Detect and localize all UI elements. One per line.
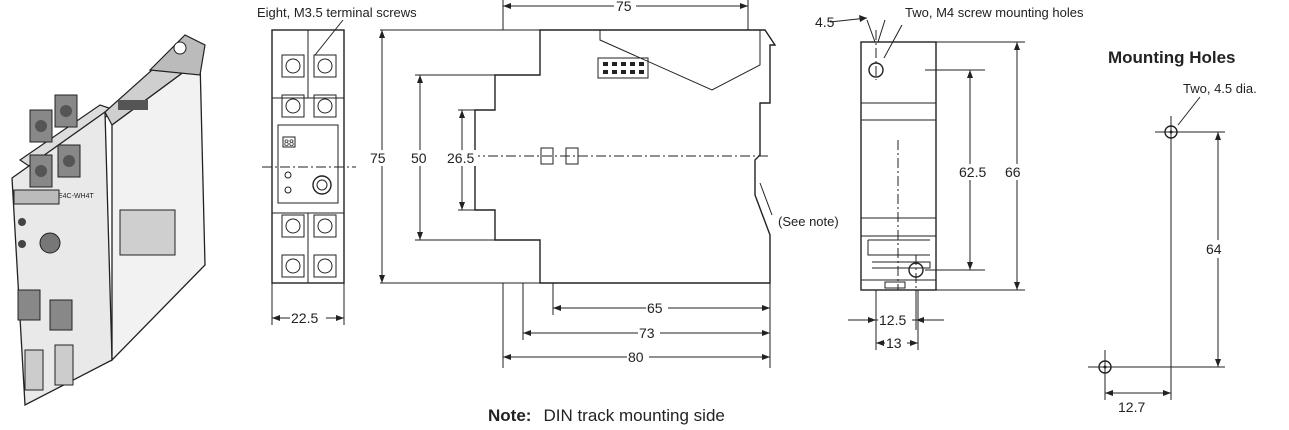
side-connector [597, 57, 649, 79]
dim-front-height: 75 [370, 150, 386, 166]
svg-text:88: 88 [284, 138, 294, 148]
rear-view: 4.5 Two, M4 screw mounting holes 62.5 66… [815, 5, 1084, 351]
note-text: DIN track mounting side [543, 406, 725, 425]
note-label: Note: [488, 406, 532, 425]
dim-12-5: 12.5 [879, 312, 906, 328]
product-illustration: E4C-WH4T [11, 34, 206, 407]
mounting-holes-title: Mounting Holes [1108, 48, 1235, 67]
din-track-note: Note: DIN track mounting side [488, 406, 725, 426]
front-view: 88 22.5 [262, 19, 356, 326]
dim-66: 66 [1005, 164, 1021, 180]
dim-front-width: 22.5 [291, 310, 318, 326]
side-view: (See note) 75 75 50 26.5 [368, 0, 839, 368]
dim-65: 65 [647, 300, 663, 316]
dim-rear-4-5: 4.5 [815, 14, 835, 30]
dim-73: 73 [639, 325, 655, 341]
dim-13: 13 [886, 335, 902, 351]
dim-12-7: 12.7 [1118, 399, 1145, 415]
dim-80: 80 [628, 349, 644, 365]
see-note-label: (See note) [778, 214, 839, 229]
terminal-screws-bottom [281, 214, 337, 278]
dim-62-5: 62.5 [959, 164, 986, 180]
terminal-screws-top [281, 54, 337, 118]
dim-side-top: 75 [616, 0, 632, 14]
terminal-screws-label: Eight, M3.5 terminal screws [257, 5, 417, 20]
mount-holes-label: Two, M4 screw mounting holes [905, 5, 1084, 20]
dim-50: 50 [411, 150, 427, 166]
device-label: E4C-WH4T [58, 193, 95, 200]
mounting-holes-view: Mounting Holes Two, 4.5 dia. 64 12.7 [1088, 48, 1257, 415]
dim-26-5: 26.5 [447, 150, 474, 166]
dim-64: 64 [1206, 241, 1222, 257]
hole-diameter-label: Two, 4.5 dia. [1183, 81, 1257, 96]
